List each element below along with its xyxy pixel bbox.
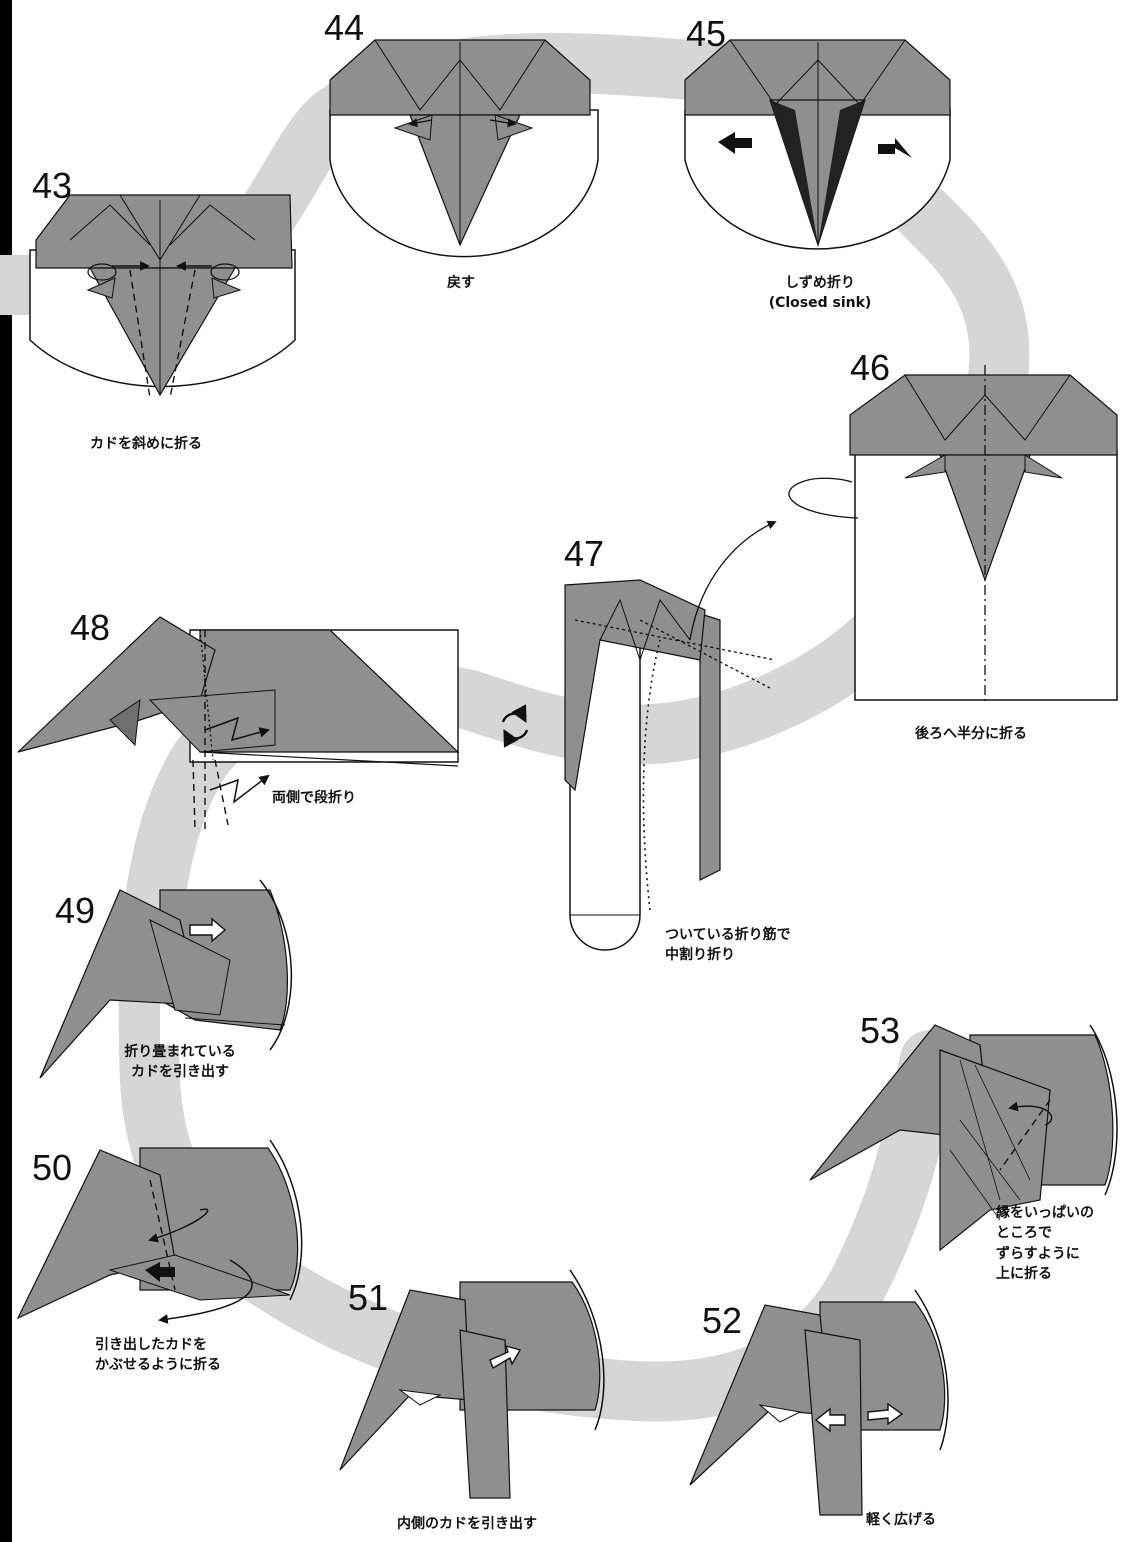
step-52-model bbox=[689, 1289, 949, 1516]
step-44-model bbox=[329, 39, 599, 258]
step-50-caption: 引き出したカドを かぶせるように折る bbox=[95, 1337, 221, 1374]
pull-arrow-icon bbox=[867, 1402, 904, 1426]
step-44-caption: 戻す bbox=[447, 275, 475, 291]
step-45-caption: しずめ折り (Closed sink) bbox=[768, 275, 872, 312]
step-number: 50 bbox=[32, 1147, 73, 1188]
step-number: 45 bbox=[686, 13, 727, 54]
step-46-caption: 後ろへ半分に折る bbox=[915, 726, 1027, 742]
step-47-caption: ついている折り筋で 中割り折り bbox=[665, 927, 791, 964]
step-number: 53 bbox=[860, 1010, 901, 1051]
rotate-model-icon bbox=[501, 704, 529, 748]
step-45-model bbox=[684, 39, 951, 250]
push-arrow-icon bbox=[718, 132, 752, 154]
step-49-caption: 折り畳まれている カドを引き出す bbox=[124, 1044, 236, 1081]
step-49-model bbox=[39, 879, 293, 1079]
step-46-model bbox=[788, 365, 1118, 705]
step-48-caption: 両側で段折り bbox=[272, 790, 356, 806]
pull-arrow-icon bbox=[489, 1344, 522, 1370]
step-51-caption: 内側のカドを引き出す bbox=[397, 1516, 537, 1532]
step-number: 47 bbox=[564, 533, 605, 574]
step-48-model bbox=[17, 616, 460, 831]
step-number: 51 bbox=[348, 1277, 389, 1318]
step-number: 43 bbox=[32, 165, 73, 206]
pull-arrow-icon bbox=[189, 917, 227, 943]
step-number: 52 bbox=[702, 1300, 743, 1341]
pull-arrow-icon bbox=[814, 1407, 846, 1433]
push-arrow-icon bbox=[878, 138, 912, 158]
push-arrow-icon bbox=[145, 1262, 175, 1282]
step-number: 48 bbox=[70, 607, 111, 648]
step-47-model bbox=[564, 520, 777, 951]
step-52-caption: 軽く広げる bbox=[866, 1512, 936, 1528]
page-edge-bar bbox=[0, 0, 12, 1542]
step-50-model bbox=[16, 1139, 303, 1324]
step-51-model bbox=[339, 1269, 605, 1499]
step-number: 44 bbox=[324, 7, 365, 48]
step-number: 46 bbox=[850, 347, 891, 388]
step-43-model bbox=[29, 194, 296, 399]
step-number: 49 bbox=[55, 890, 96, 931]
step-53-caption: 縁をいっぱいの ところで ずらすように 上に折る bbox=[996, 1205, 1094, 1282]
step-53-model bbox=[809, 1024, 1118, 1252]
step-43-caption: カドを斜めに折る bbox=[90, 436, 202, 452]
